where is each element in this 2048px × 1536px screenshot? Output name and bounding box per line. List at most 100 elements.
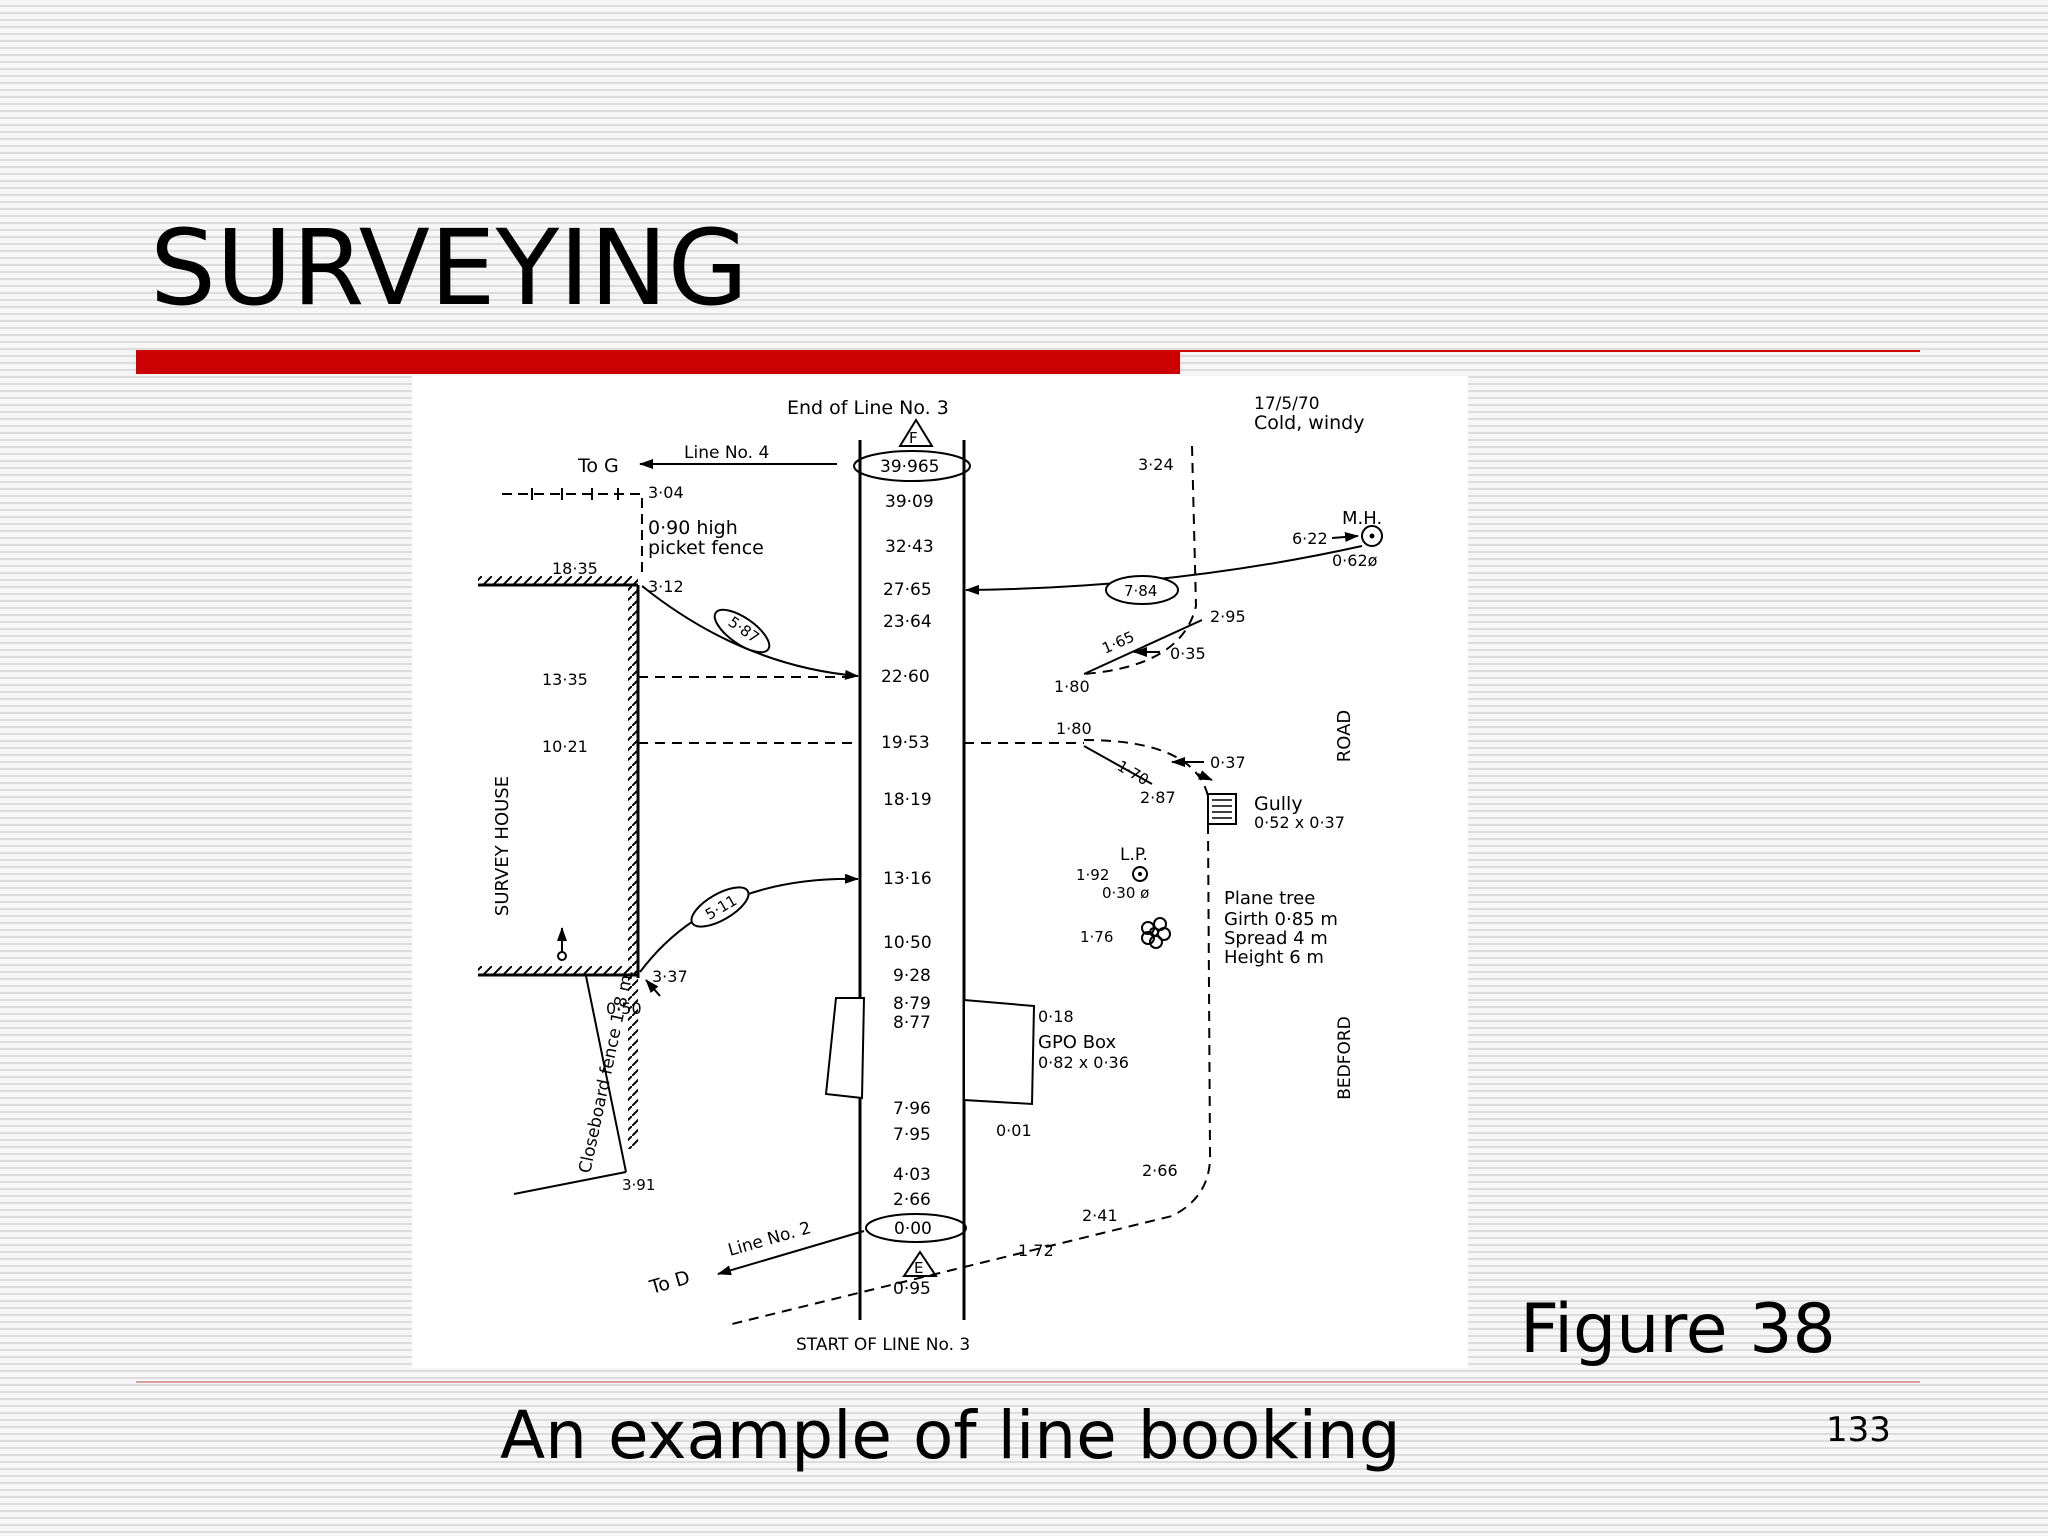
chainage-value: 27·65	[883, 580, 932, 600]
tree-label: Plane tree	[1224, 888, 1315, 909]
offset-value: 3·24	[1138, 455, 1174, 474]
offset-value: 3·37	[652, 967, 688, 986]
chainage-ring-bottom	[865, 1213, 967, 1243]
tie-line-784	[965, 545, 1363, 595]
lamp-post-label: L.P.	[1120, 845, 1148, 865]
offset-value: 3·12	[648, 577, 684, 596]
chainage-value: 7·96	[893, 1099, 931, 1119]
road-kerb-curve	[1083, 739, 1209, 797]
offset-value: 2·95	[1210, 607, 1246, 626]
title-rule	[1180, 350, 1920, 352]
station-f-label: F	[909, 429, 918, 447]
gpo-box-right	[963, 998, 1036, 1106]
title-accent-bar	[136, 350, 1180, 374]
diameter-value: 0·30 ø	[1102, 884, 1149, 902]
house-bottom-hatch	[478, 966, 638, 975]
line-no4-label: Line No. 4	[684, 443, 769, 463]
gully-icon	[1207, 793, 1237, 825]
chainage-value: 18·19	[883, 790, 932, 810]
diameter-value: 0·62ø	[1332, 551, 1378, 570]
station-f-triangle	[898, 418, 934, 447]
to-d-label: To D	[646, 1266, 692, 1299]
house-label: SURVEY HOUSE	[492, 776, 513, 916]
chainage-value: 0·95	[893, 1279, 931, 1299]
line-booking-figure: End of Line No. 3 F 17/5/70 Cold, windy …	[412, 376, 1468, 1368]
line-no2-arrow	[717, 1230, 865, 1276]
chainage-value: 39·965	[880, 457, 939, 477]
chainage-value: 13·16	[883, 869, 932, 889]
date-label: 17/5/70	[1254, 394, 1320, 414]
offset-value: 13·35	[542, 670, 588, 689]
closeboard-fence	[585, 975, 627, 1173]
house-side-hatch	[628, 585, 638, 1149]
manhole-icon	[1361, 525, 1383, 547]
manhole-label: M.H.	[1342, 508, 1382, 529]
chainage-value: 8·79	[893, 994, 931, 1014]
chainage-value: 10·50	[883, 933, 932, 953]
closeboard-fence-base	[513, 1171, 627, 1195]
tree-icon	[1141, 917, 1171, 949]
tree-height: Height 6 m	[1224, 947, 1324, 968]
road-label: ROAD	[1334, 710, 1355, 763]
start-of-line-label: START OF LINE No. 3	[796, 1335, 970, 1355]
chainage-value: 39·09	[885, 492, 934, 512]
offset-value: 2·87	[1140, 788, 1176, 807]
chainage-ring-top	[853, 450, 971, 482]
offset-value: 10·21	[542, 737, 588, 756]
end-of-line-label: End of Line No. 3	[787, 397, 949, 419]
gpo-label: GPO Box	[1038, 1032, 1117, 1053]
offset-value: 1·92	[1076, 866, 1109, 884]
chainage-value: 23·64	[883, 612, 932, 632]
fence-note: 0·90 high	[648, 517, 738, 539]
offset-value: 2·41	[1082, 1206, 1118, 1225]
gpo-size: 0·82 x 0·36	[1038, 1053, 1129, 1072]
page-number: 133	[1826, 1410, 1891, 1450]
gully-size: 0·52 x 0·37	[1254, 813, 1345, 832]
offset-value: 0·50	[606, 999, 642, 1018]
offset-value: 3·91	[622, 1176, 655, 1194]
offset-value: 1·80	[1054, 677, 1090, 696]
road-kerb	[1083, 445, 1198, 675]
gully-label: Gully	[1254, 793, 1303, 815]
chainage-value: 7·95	[893, 1125, 931, 1145]
station-e-triangle	[902, 1250, 938, 1277]
tie-value: 1·70	[1114, 757, 1152, 789]
line-no2-label: Line No. 2	[726, 1218, 813, 1261]
slide-title: SURVEYING	[150, 207, 749, 329]
chainage-value: 32·43	[885, 537, 934, 557]
weather-label: Cold, windy	[1254, 412, 1364, 434]
picket-fence	[502, 493, 643, 574]
tie-line-170	[1083, 745, 1153, 785]
offset-value: 18·35	[552, 559, 598, 578]
tree-spread: Spread 4 m	[1224, 928, 1328, 949]
offset-value: 3·04	[648, 483, 684, 502]
offset-value: 0·37	[1210, 753, 1246, 772]
figure-caption: An example of line booking	[500, 1397, 1401, 1474]
offset-value: 0·01	[996, 1121, 1032, 1140]
fence-note: picket fence	[648, 537, 764, 559]
chainage-value: 8·77	[893, 1013, 931, 1033]
offset-value: 0·35	[1170, 644, 1206, 663]
chainage-value: 19·53	[881, 733, 930, 753]
house-top-hatch	[478, 576, 638, 585]
chainage-value: 9·28	[893, 966, 931, 986]
lamp-post-icon	[1132, 866, 1148, 882]
chainage-value: 4·03	[893, 1165, 931, 1185]
offset-value: 6·22	[1292, 529, 1328, 548]
offset-value: 1·80	[1056, 719, 1092, 738]
offset-value: 1·72	[1018, 1241, 1054, 1260]
to-g-label: To G	[577, 455, 619, 477]
tree-girth: Girth 0·85 m	[1224, 909, 1338, 930]
offset-value: 0·18	[1038, 1007, 1074, 1026]
road-edge	[731, 823, 1212, 1325]
station-e-label: E	[914, 1259, 923, 1277]
chainage-value: 22·60	[881, 667, 930, 687]
field-book-sketch: End of Line No. 3 F 17/5/70 Cold, windy …	[478, 394, 1383, 1355]
figure-label: Figure 38	[1520, 1290, 1836, 1369]
chainage-value: 0·00	[894, 1219, 932, 1239]
offset-value: 2·66	[1142, 1161, 1178, 1180]
offset-value: 1·76	[1080, 928, 1113, 946]
bedford-label: BEDFORD	[1335, 1016, 1355, 1100]
tie-value: 7·84	[1124, 582, 1157, 600]
footer-rule	[136, 1381, 1920, 1383]
